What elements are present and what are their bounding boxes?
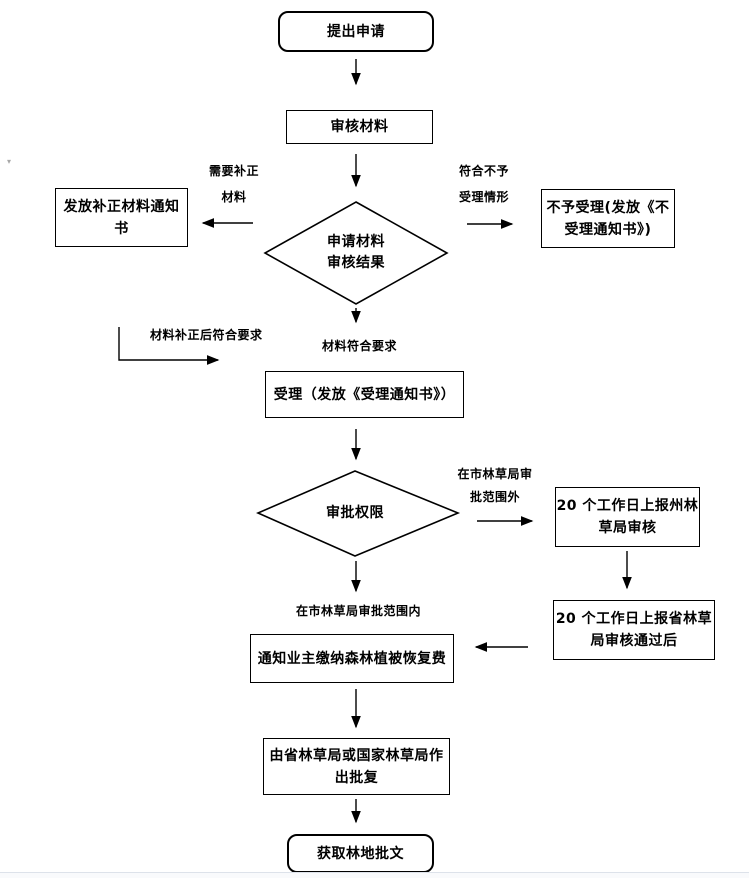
decision-2-diamond-shape bbox=[256, 470, 461, 557]
edge-label-inside-scope: 在市林草局审批范围内 bbox=[296, 604, 422, 618]
decision-1-label: 申请材料审核结果 bbox=[327, 234, 385, 271]
end-node: 获取林地批文 bbox=[287, 834, 434, 873]
edge-label-outside-scope: 在市林草局审批范围外 bbox=[457, 467, 533, 504]
state-report-node: 20 个工作日上报州林草局审核 bbox=[555, 487, 700, 547]
province-report-node: 20 个工作日上报省林草局审核通过后 bbox=[553, 600, 715, 660]
edge-label-not-acceptable: 符合不予受理情形 bbox=[458, 164, 509, 204]
edge-label-materials-ok: 材料符合要求 bbox=[322, 339, 398, 353]
restoration-fee-node: 通知业主缴纳森林植被恢复费 bbox=[250, 634, 454, 683]
final-approval-node: 由省林草局或国家林草局作出批复 bbox=[263, 738, 450, 795]
stray-mark: ▾ bbox=[7, 157, 12, 166]
decision-1-diamond-shape bbox=[263, 201, 449, 305]
edge-label-need-supplement: 需要补正材料 bbox=[208, 164, 259, 204]
page-below-area bbox=[0, 873, 749, 878]
start-node: 提出申请 bbox=[278, 11, 434, 52]
accept-node: 受理（发放《受理通知书》） bbox=[265, 371, 464, 418]
arrow-supplemented-to-accept bbox=[118, 327, 220, 365]
decision-2-label: 审批权限 bbox=[326, 504, 384, 521]
supplement-notice-node: 发放补正材料通知书 bbox=[55, 188, 188, 247]
page-bottom-edge bbox=[0, 872, 749, 873]
edge-label-supplemented-ok: 材料补正后符合要求 bbox=[150, 328, 263, 342]
reject-node: 不予受理(发放《不受理通知书》) bbox=[541, 189, 675, 248]
review-materials-node: 审核材料 bbox=[286, 110, 433, 144]
